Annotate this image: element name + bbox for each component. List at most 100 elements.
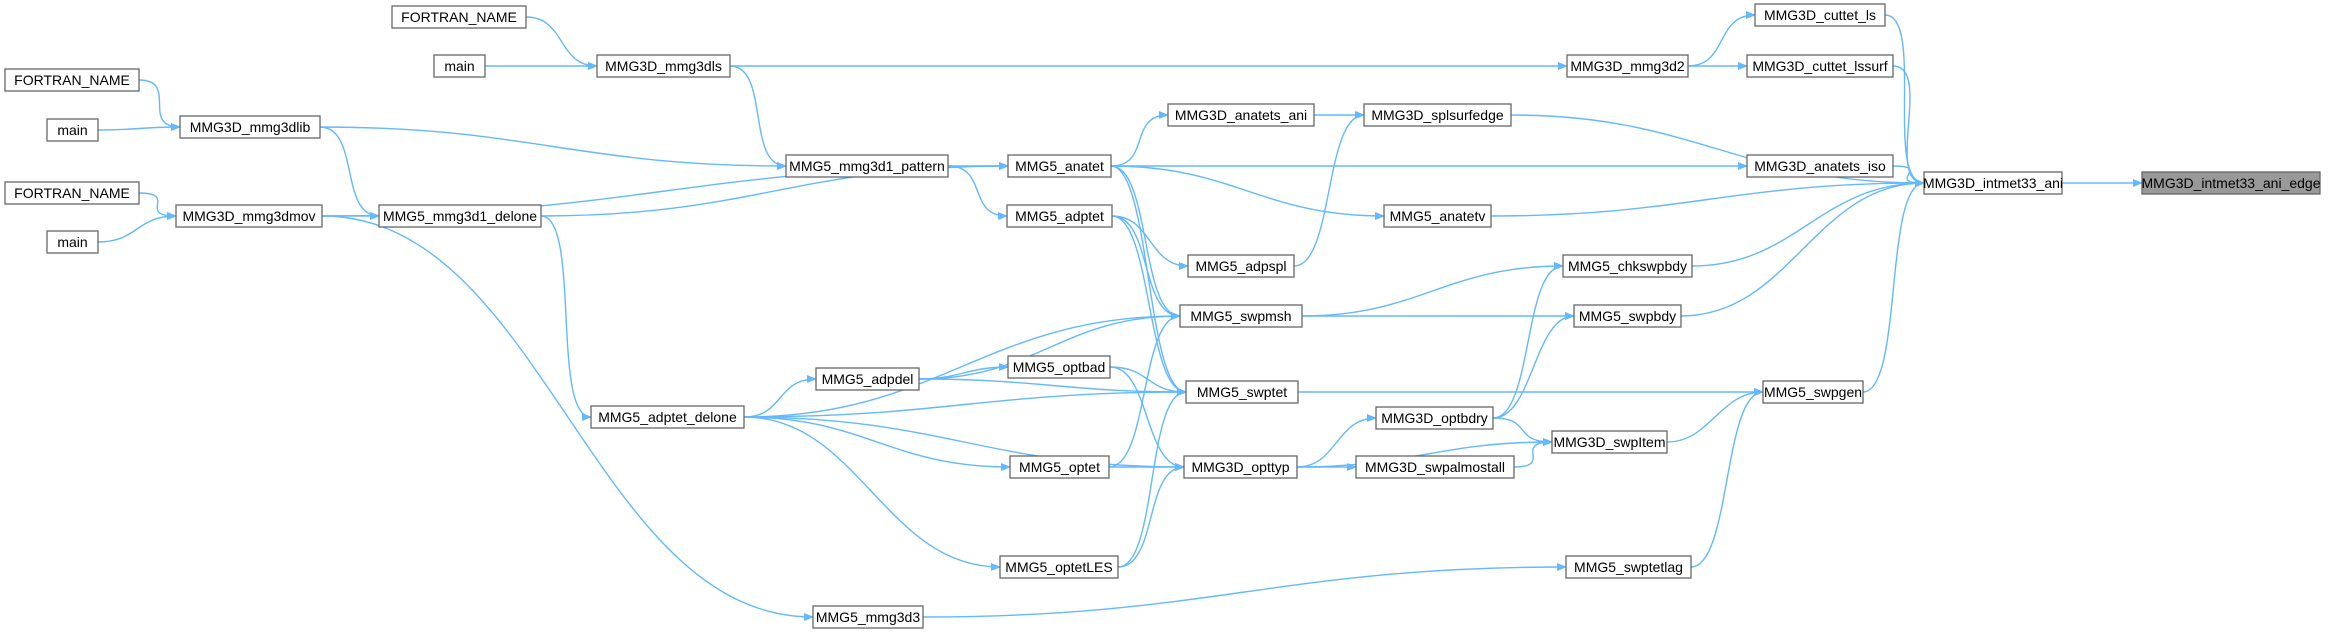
node-label: MMG3D_mmg3dlib — [190, 119, 311, 135]
edge-adptet_delone-to-optet — [743, 416, 1011, 471]
node-box — [1179, 304, 1303, 328]
node-mmg5-swptet[interactable]: MMG5_swptet — [1185, 380, 1299, 404]
node-box — [812, 605, 924, 629]
edge-adptet_delone-to-swpmsh — [743, 312, 1181, 418]
node-mmg5-optet[interactable]: MMG5_optet — [1009, 455, 1110, 479]
node-label: MMG5_optbad — [1013, 359, 1106, 375]
node-mmg3d-optbdry[interactable]: MMG3D_optbdry — [1375, 406, 1494, 430]
edge-swpmsh-to-chkswpbdy — [1301, 262, 1564, 317]
node-main[interactable]: main — [46, 230, 99, 254]
node-box — [179, 115, 321, 139]
node-mmg3d-anatets-iso[interactable]: MMG3D_anatets_iso — [1746, 154, 1894, 178]
node-box — [1754, 3, 1886, 27]
node-box — [46, 230, 99, 254]
node-label: MMG5_adpdel — [822, 371, 914, 387]
node-box — [378, 204, 542, 228]
node-box — [1923, 171, 2063, 195]
edge-pattern-to-adptet — [947, 165, 1008, 220]
node-fortran-name[interactable]: FORTRAN_NAME — [391, 5, 527, 29]
edge-adpdel-to-swptet — [918, 378, 1187, 396]
node-mmg5-anatetv[interactable]: MMG5_anatetv — [1383, 204, 1492, 228]
node-box — [1565, 555, 1692, 579]
node-label: MMG3D_optbdry — [1381, 410, 1488, 426]
edge-adpspl-to-splsurfedge — [1293, 111, 1365, 267]
node-box — [4, 181, 140, 205]
node-fortran-name[interactable]: FORTRAN_NAME — [4, 181, 140, 205]
node-mmg5-mmg3d3[interactable]: MMG5_mmg3d3 — [812, 605, 924, 629]
edge-adptet_delone-to-swptet — [743, 388, 1187, 418]
node-label: MMG3D_cuttet_lssurf — [1752, 58, 1887, 74]
node-label: MMG3D_mmg3d2 — [1570, 58, 1685, 74]
node-box — [391, 5, 527, 29]
node-mmg3d-swpalmostall[interactable]: MMG3D_swpalmostall — [1355, 455, 1515, 479]
node-label: MMG3D_intmet33_ani — [1923, 175, 2063, 191]
edge-adpdel-to-swpmsh — [918, 312, 1181, 380]
node-mmg5-mmg3d1-delone[interactable]: MMG5_mmg3d1_delone — [378, 204, 542, 228]
edge-anatet-to-swpmsh — [1110, 165, 1181, 320]
node-mmg3d-opttyp[interactable]: MMG3D_opttyp — [1183, 455, 1298, 479]
node-label: FORTRAN_NAME — [14, 185, 130, 201]
node-mmg5-anatet[interactable]: MMG5_anatet — [1007, 154, 1112, 178]
node-mmg5-optetles[interactable]: MMG5_optetLES — [999, 555, 1119, 579]
node-label: MMG5_optetLES — [1005, 559, 1112, 575]
node-mmg3d-mmg3dlib[interactable]: MMG3D_mmg3dlib — [179, 115, 321, 139]
node-mmg5-adptet-delone[interactable]: MMG5_adptet_delone — [590, 405, 745, 429]
node-fortran-name[interactable]: FORTRAN_NAME — [4, 68, 140, 92]
node-mmg3d-intmet33-ani[interactable]: MMG3D_intmet33_ani — [1923, 171, 2063, 195]
edges-layer — [97, 11, 2143, 621]
node-label: MMG3D_anatets_iso — [1754, 158, 1886, 174]
node-box — [1007, 154, 1112, 178]
node-box — [1167, 103, 1315, 127]
edge-adptet_delone-to-optetLES — [743, 416, 1001, 571]
node-box — [1383, 204, 1492, 228]
node-box — [1363, 103, 1512, 127]
node-mmg5-swpbdy[interactable]: MMG5_swpbdy — [1573, 304, 1682, 328]
node-label: FORTRAN_NAME — [14, 72, 130, 88]
node-mmg3d-splsurfedge[interactable]: MMG3D_splsurfedge — [1363, 103, 1512, 127]
edge-opttyp-to-optbdry — [1296, 414, 1377, 468]
node-mmg3d-intmet33-ani-edge[interactable]: MMG3D_intmet33_ani_edge — [2141, 171, 2321, 195]
edge-optbdry-to-swpbdy — [1492, 312, 1575, 419]
node-mmg5-swpmsh[interactable]: MMG5_swpmsh — [1179, 304, 1303, 328]
edge-optbdry-to-chkswpbdy — [1492, 262, 1564, 419]
node-mmg5-swpgen[interactable]: MMG5_swpgen — [1762, 380, 1864, 404]
edge-swpbdy-to-intmet — [1680, 179, 1925, 317]
node-label: MMG5_adptet — [1015, 208, 1104, 224]
node-box — [1006, 204, 1113, 228]
node-label: MMG3D_cuttet_ls — [1764, 7, 1876, 23]
node-box — [596, 54, 731, 78]
node-mmg5-adptet[interactable]: MMG5_adptet — [1006, 204, 1113, 228]
node-mmg3d-mmg3d2[interactable]: MMG3D_mmg3d2 — [1566, 54, 1689, 78]
node-box — [999, 555, 1119, 579]
node-mmg3d-swpitem[interactable]: MMG3D_swpItem — [1551, 430, 1668, 454]
node-label: MMG3D_swpalmostall — [1365, 459, 1505, 475]
node-mmg3d-anatets-ani[interactable]: MMG3D_anatets_ani — [1167, 103, 1315, 127]
node-mmg3d-cuttet-ls[interactable]: MMG3D_cuttet_ls — [1754, 3, 1886, 27]
node-box — [1187, 254, 1295, 278]
edge-fn2-to-mmg3dlib — [138, 79, 181, 131]
node-label: FORTRAN_NAME — [401, 9, 517, 25]
node-mmg5-mmg3d1-pattern[interactable]: MMG5_mmg3d1_pattern — [785, 154, 949, 178]
node-main[interactable]: main — [433, 54, 486, 78]
node-label: MMG5_adpspl — [1195, 258, 1286, 274]
node-label: MMG5_adptet_delone — [598, 409, 737, 425]
edge-anatetv-to-intmet — [1490, 179, 1925, 217]
node-mmg5-adpdel[interactable]: MMG5_adpdel — [815, 367, 920, 391]
node-box — [590, 405, 745, 429]
edge-adptet-to-adpspl — [1111, 215, 1189, 270]
node-label: MMG3D_splsurfedge — [1371, 107, 1503, 123]
node-mmg3d-mmg3dmov[interactable]: MMG3D_mmg3dmov — [175, 204, 323, 228]
node-mmg3d-cuttet-lssurf[interactable]: MMG3D_cuttet_lssurf — [1746, 54, 1894, 78]
node-mmg5-optbad[interactable]: MMG5_optbad — [1007, 355, 1111, 379]
node-main[interactable]: main — [46, 118, 99, 142]
node-mmg3d-mmg3dls[interactable]: MMG3D_mmg3dls — [596, 54, 731, 78]
edge-swpItem-to-swpgen — [1666, 388, 1764, 443]
node-mmg5-adpspl[interactable]: MMG5_adpspl — [1187, 254, 1295, 278]
edge-mmg3d2-to-cuttet_ls — [1687, 11, 1756, 67]
edge-main3-to-mmg3dmov — [97, 212, 177, 243]
node-mmg5-swptetlag[interactable]: MMG5_swptetlag — [1565, 555, 1692, 579]
node-mmg5-chkswpbdy[interactable]: MMG5_chkswpbdy — [1562, 254, 1693, 278]
edge-cuttet_ls-to-intmet — [1884, 14, 1925, 187]
nodes-layer: MMG3D_intmet33_ani_edge MMG3D_intmet33_an… — [4, 3, 2321, 629]
edge-main2-to-mmg3dlib — [97, 123, 181, 132]
